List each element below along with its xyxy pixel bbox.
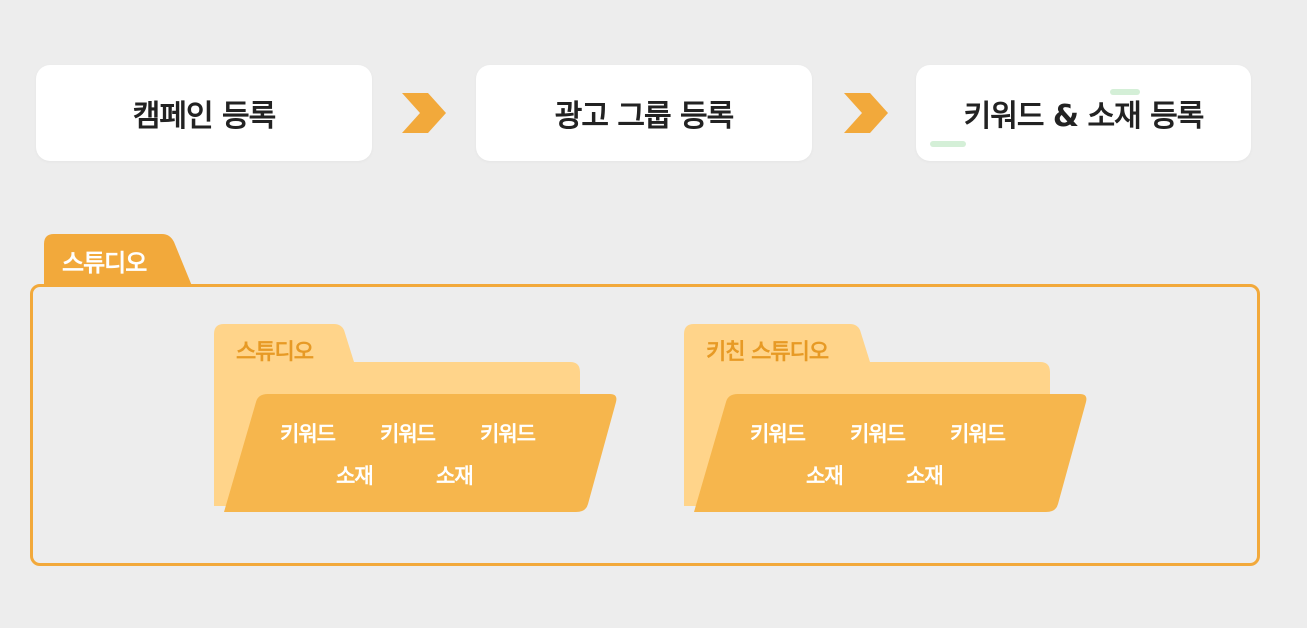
material-item: 소재 [806,464,844,488]
step-label: 광고 그룹 등록 [554,99,734,134]
folder-studio: 스튜디오 키워드 키워드 키워드 소재 소재 [214,324,618,516]
material-item: 소재 [336,464,374,488]
folder-label: 키친 스튜디오 [706,340,829,365]
material-item: 소재 [906,464,944,488]
folder-shape [214,324,617,512]
keyword-item: 키워드 [750,422,806,446]
outer-tab-label: 스튜디오 [62,249,147,277]
step-ad-group-register: 광고 그룹 등록 [476,65,812,161]
folder-kitchen-studio: 키친 스튜디오 키워드 키워드 키워드 소재 소재 [684,324,1088,516]
chevron-right-icon [402,93,446,133]
keyword-item: 키워드 [850,422,906,446]
keyword-item: 키워드 [280,422,336,446]
outer-tab-shape [44,234,192,286]
step-label: 키워드 & 소재 등록 [963,99,1205,134]
chevron-right-icon [844,93,888,133]
keyword-item: 키워드 [380,422,436,446]
studio-container [30,284,1260,566]
step-keyword-material-register: 키워드 & 소재 등록 [916,65,1251,161]
material-item: 소재 [436,464,474,488]
folder-label: 스튜디오 [236,340,314,365]
keyword-item: 키워드 [480,422,536,446]
step-label: 캠페인 등록 [132,99,276,134]
keyword-item: 키워드 [950,422,1006,446]
folder-shape [684,324,1087,512]
step-campaign-register: 캠페인 등록 [36,65,372,161]
